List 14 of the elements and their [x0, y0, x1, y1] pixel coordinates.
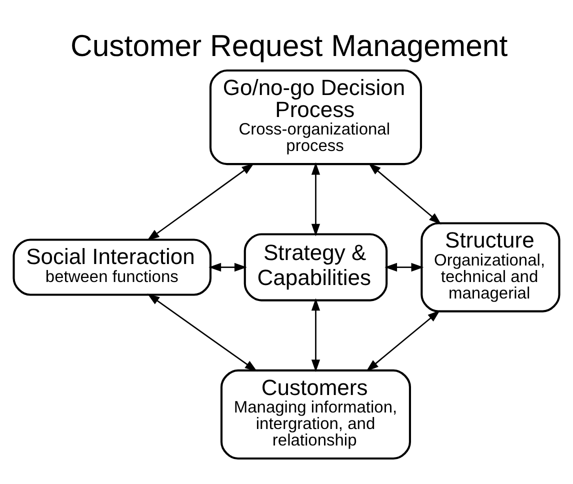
diagram-title: Customer Request Management	[70, 30, 508, 63]
arrow	[311, 162, 320, 236]
arrow	[147, 293, 258, 372]
arrow	[368, 162, 442, 224]
node-box: Social Interaction between functions	[12, 238, 212, 296]
arrow	[208, 262, 247, 272]
node-box: Go/no-go Decision Process Cross-organizational process	[209, 69, 422, 165]
arrow	[384, 262, 424, 272]
node-box: Strategy & Capabilities	[244, 232, 388, 301]
arrow	[147, 162, 254, 240]
arrow	[366, 310, 440, 371]
node-box: Structure Organizational, technical and managerial	[420, 222, 560, 312]
node-box: Customers Managing information, intergration, and relationship	[220, 368, 411, 460]
arrow	[311, 298, 320, 372]
